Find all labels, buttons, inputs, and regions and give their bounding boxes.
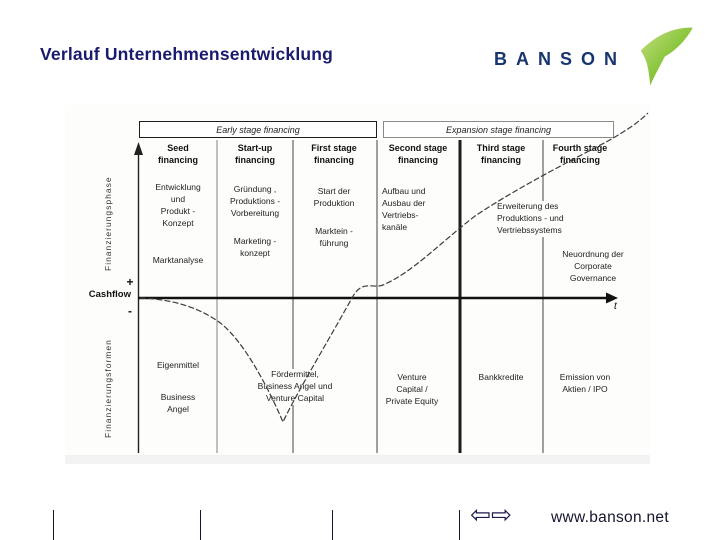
- phase-axis-label: Finanzierungsphase: [103, 176, 113, 272]
- previous-slide-arrow-icon[interactable]: ⇦: [470, 500, 491, 529]
- cashflow-axis-label: Cashflow: [88, 289, 131, 300]
- financing-bankkredite: Bankkredite: [478, 372, 524, 382]
- footer-divider-3: [332, 510, 333, 540]
- note-startup-gruendung: Gründung , Produktions - Vorbereitung: [229, 184, 281, 218]
- stage-group-expansion: Expansion stage financing: [383, 121, 614, 138]
- cashflow-plus-sign: +: [126, 275, 134, 289]
- next-slide-arrow-icon[interactable]: ⇨: [490, 500, 512, 529]
- logo-swoosh-icon: [640, 27, 693, 86]
- column-header-first: First stage financing: [311, 143, 357, 166]
- column-header-fourth: Fourth stage financing: [552, 143, 608, 166]
- footer-divider-1: [53, 510, 54, 540]
- column-header-third: Third stage financing: [476, 143, 526, 166]
- note-fourth-governance: Neuordnung der Corporate Governance: [562, 249, 624, 283]
- note-third-erweiterung: Erweiterung des Produktions - und Vertri…: [497, 201, 597, 237]
- website-url: www.banson.net: [551, 509, 669, 526]
- logo-text: BANSON: [494, 49, 627, 69]
- note-second-vertrieb: Aufbau und Ausbau der Vertriebs- kanäle: [382, 186, 426, 232]
- footer-divider-2: [200, 510, 201, 540]
- footer-divider-4: [459, 510, 460, 540]
- note-first-einfuehrung: Marktein - führung: [315, 226, 353, 248]
- column-header-startup: Start-up financing: [235, 143, 275, 166]
- financing-foerdermittel: Fördermittel, Business Angel und Venture…: [235, 369, 355, 405]
- column-header-seed: Seed financing: [158, 143, 198, 166]
- financing-eigenmittel: Eigenmittel: [156, 360, 200, 370]
- financing-business-angel: Business Angel: [160, 392, 196, 414]
- page-title: Verlauf Unternehmensentwicklung: [40, 44, 334, 64]
- financing-venture-capital: Venture Capital / Private Equity: [385, 372, 439, 406]
- financing-diagram: Early stage financing Expansion stage fi…: [65, 105, 650, 464]
- slide-navigation: ⇦ ⇨: [470, 502, 512, 527]
- note-seed-marktanalyse: Marktanalyse: [152, 255, 204, 265]
- note-first-produktion: Start der Produktion: [313, 186, 355, 208]
- stage-group-early: Early stage financing: [139, 121, 377, 138]
- note-seed-development: Entwicklung und Produkt - Konzept: [155, 182, 201, 228]
- time-axis-label: t: [614, 301, 617, 312]
- stage-group-early-label: Early stage financing: [216, 124, 300, 135]
- financing-emission-ipo: Emission von Aktien / IPO: [559, 372, 611, 394]
- column-header-second: Second stage financing: [388, 143, 448, 166]
- scan-artifact-band: [65, 455, 650, 464]
- forms-axis-label: Finanzierungsformen: [103, 339, 113, 439]
- cashflow-minus-sign: -: [128, 304, 132, 318]
- stage-group-expansion-label: Expansion stage financing: [445, 124, 552, 135]
- note-startup-marketing: Marketing - konzept: [233, 236, 277, 258]
